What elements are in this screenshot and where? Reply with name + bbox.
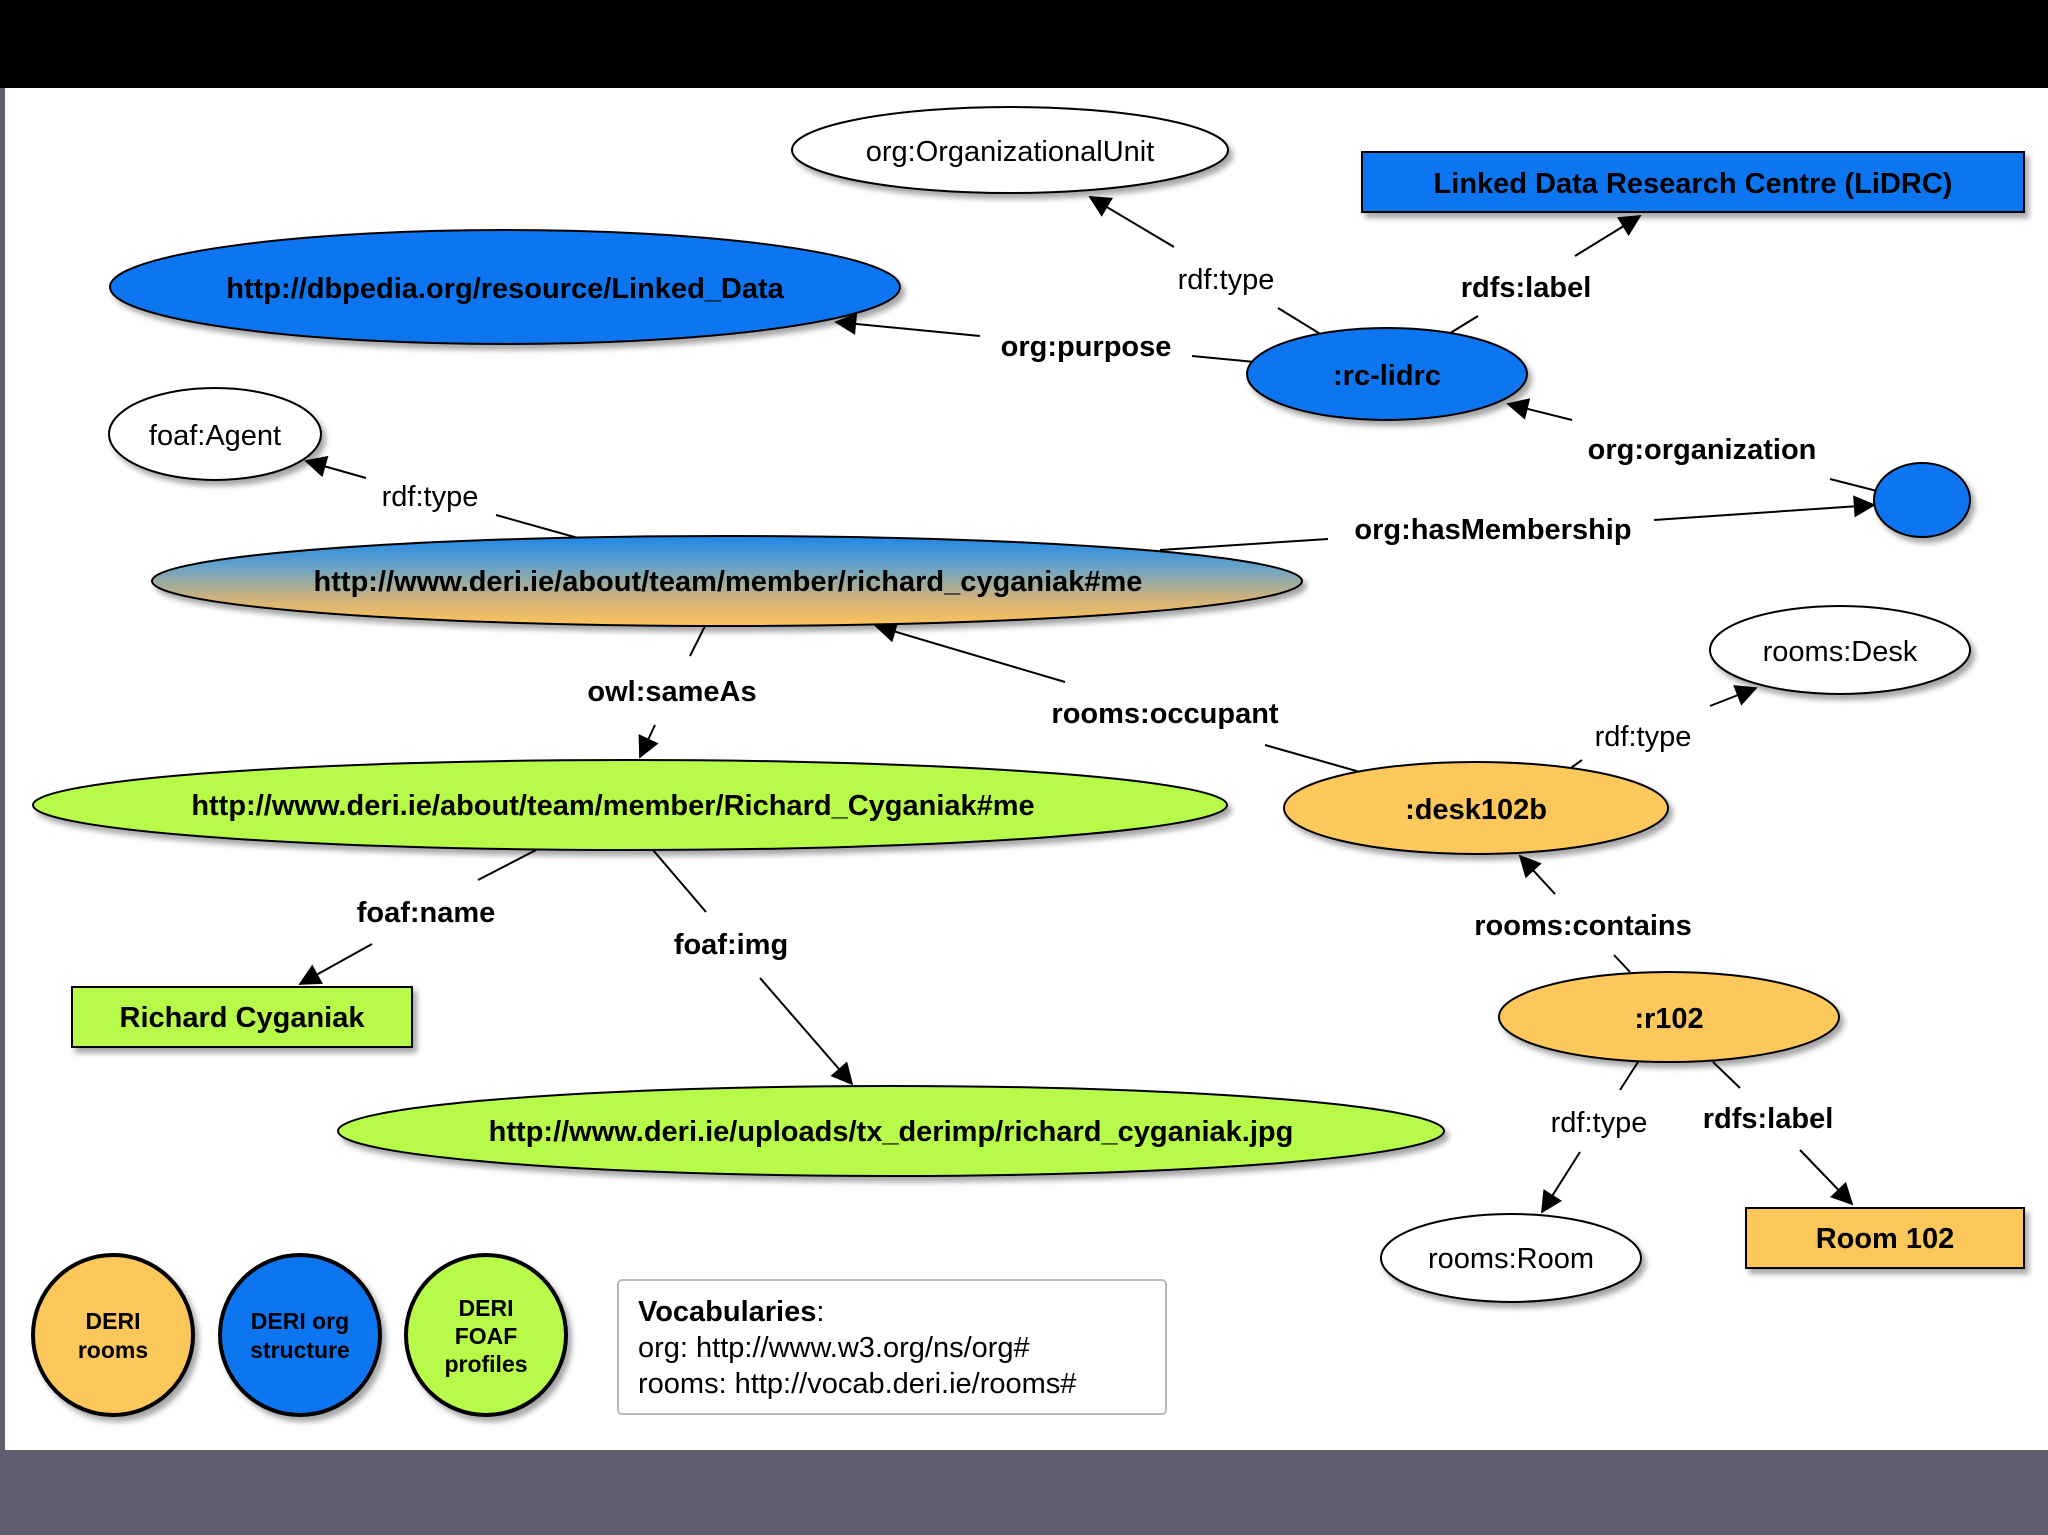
vocab-text: Vocabularies: org: http://www.w3.org/ns/…	[638, 1296, 1076, 1400]
edge-me-type-a	[495, 514, 579, 539]
node-room102-label: Room 102	[1816, 1223, 1955, 1255]
node-membership-shape	[1873, 462, 1971, 538]
node-r102-shape	[1498, 971, 1840, 1063]
edge-label-occupant: rooms:occupant	[1051, 698, 1279, 730]
edge-r102-type-b	[1541, 1151, 1581, 1214]
edge-rc-label-a	[1446, 315, 1479, 336]
node-rooms-desk-shape	[1709, 605, 1971, 695]
edge-me-type-b	[304, 455, 367, 479]
node-lidrc-label-shape	[1361, 151, 2025, 213]
edge-purpose-a	[1191, 355, 1256, 363]
edge-has-membership-a	[1159, 538, 1329, 551]
edge-label-organization: org:organization	[1588, 434, 1817, 466]
edge-label-purpose: org:purpose	[1001, 331, 1172, 363]
legend-org-circle	[218, 1253, 382, 1417]
edge-label-contains: rooms:contains	[1474, 910, 1692, 942]
node-r102-label: :r102	[1634, 1003, 1703, 1035]
edge-organization-a	[1829, 478, 1878, 492]
vocab-title-word: Vocabularies	[638, 1296, 816, 1328]
bottom-bar	[0, 1450, 2048, 1535]
node-lidrc-label-text: Linked Data Research Centre (LiDRC)	[1434, 168, 1953, 200]
edge-contains-b	[1518, 854, 1556, 895]
legend-org-line1: DERI org	[251, 1308, 349, 1334]
legend-foaf-line2: FOAF	[455, 1323, 518, 1349]
legend-foaf-line3: profiles	[444, 1351, 527, 1377]
edge-label-desk-type: rdf:type	[1595, 721, 1692, 753]
node-rooms-room-shape	[1380, 1213, 1642, 1303]
node-img-url-label: http://www.deri.ie/uploads/tx_derimp/ric…	[489, 1116, 1294, 1148]
edge-desk-type-b	[1709, 685, 1758, 707]
edge-purpose-b	[834, 313, 981, 337]
edges	[298, 196, 1878, 1214]
node-me-upper-label: http://www.deri.ie/about/team/member/Ric…	[191, 790, 1034, 822]
node-rc-lidrc-label: :rc-lidrc	[1333, 360, 1441, 392]
node-rc-lidrc-shape	[1246, 327, 1528, 421]
edge-label-foaf-img: foaf:img	[674, 929, 788, 961]
edge-label-foaf-name: foaf:name	[357, 897, 496, 929]
vocab-box	[617, 1279, 1167, 1415]
edge-label-has-membership: org:hasMembership	[1354, 514, 1631, 546]
node-me-upper-shape	[32, 759, 1228, 851]
edge-rc-type-a	[1277, 307, 1323, 336]
edge-foaf-img-b	[759, 977, 854, 1086]
node-linked-data-shape	[109, 229, 901, 345]
nodes	[31, 106, 2025, 1417]
top-bar	[0, 0, 2048, 88]
node-org-unit-shape	[791, 106, 1229, 194]
edge-r102-type-a	[1619, 1061, 1639, 1091]
edge-r102-label-a	[1712, 1061, 1741, 1089]
edge-label-rc-label: rdfs:label	[1461, 272, 1592, 304]
edge-foaf-img-a	[652, 849, 707, 913]
legend-foaf-line1: DERI	[459, 1295, 514, 1321]
node-labels: org:OrganizationalUnit Linked Data Resea…	[120, 136, 1955, 1275]
node-img-url-shape	[337, 1085, 1445, 1177]
node-rooms-room-label: rooms:Room	[1428, 1243, 1594, 1275]
legend-org-line2: structure	[250, 1337, 350, 1363]
edge-organization-b	[1506, 398, 1573, 421]
node-foaf-agent-shape	[108, 387, 322, 481]
legend-rooms-line1: DERI	[86, 1308, 141, 1334]
edge-foaf-name-a	[477, 849, 537, 881]
node-me-lower-label: http://www.deri.ie/about/team/member/ric…	[314, 566, 1143, 598]
node-room102-shape	[1745, 1207, 2025, 1269]
node-foaf-agent-label: foaf:Agent	[149, 420, 281, 452]
vocab-title: Vocabularies:	[638, 1296, 824, 1328]
edge-rc-type-b	[1088, 196, 1175, 248]
node-me-lower-shape	[151, 535, 1303, 627]
legend-rooms-circle	[31, 1253, 195, 1417]
edge-label-same-as: owl:sameAs	[587, 676, 756, 708]
vocab-title-colon: :	[816, 1296, 824, 1328]
node-desk102b-label: :desk102b	[1405, 794, 1547, 826]
edge-labels: rdf:type rdfs:label org:purpose org:orga…	[357, 264, 1834, 1139]
vocab-rooms: rooms: http://vocab.deri.ie/rooms#	[638, 1368, 1076, 1400]
edge-r102-label-b	[1799, 1149, 1854, 1206]
edge-label-me-type: rdf:type	[382, 481, 479, 513]
node-org-unit-label: org:OrganizationalUnit	[866, 136, 1155, 168]
edge-label-r102-label: rdfs:label	[1703, 1103, 1834, 1135]
node-linked-data-label: http://dbpedia.org/resource/Linked_Data	[226, 273, 784, 305]
node-rooms-desk-label: rooms:Desk	[1763, 636, 1918, 668]
edge-foaf-name-b	[298, 943, 373, 985]
legend-rooms-line2: rooms	[78, 1337, 148, 1363]
node-richard-name-label: Richard Cyganiak	[120, 1002, 366, 1034]
edge-same-as-a	[689, 625, 706, 657]
edge-rc-label-b	[1574, 215, 1642, 257]
legend-foaf-circle	[404, 1253, 568, 1417]
node-richard-name-shape	[71, 986, 413, 1048]
edge-label-r102-type: rdf:type	[1551, 1107, 1648, 1139]
edge-occupant-a	[1264, 744, 1361, 773]
edge-label-rc-type: rdf:type	[1178, 264, 1275, 296]
vocab-org: org: http://www.w3.org/ns/org#	[638, 1332, 1030, 1364]
edge-has-membership-b	[1653, 495, 1876, 521]
edge-occupant-b	[874, 621, 1066, 683]
edge-contains-a	[1613, 954, 1631, 973]
node-desk102b-shape	[1283, 761, 1669, 855]
edge-same-as-b	[638, 724, 659, 759]
legend-labels: DERI rooms DERI org structure DERI FOAF …	[78, 1295, 528, 1377]
